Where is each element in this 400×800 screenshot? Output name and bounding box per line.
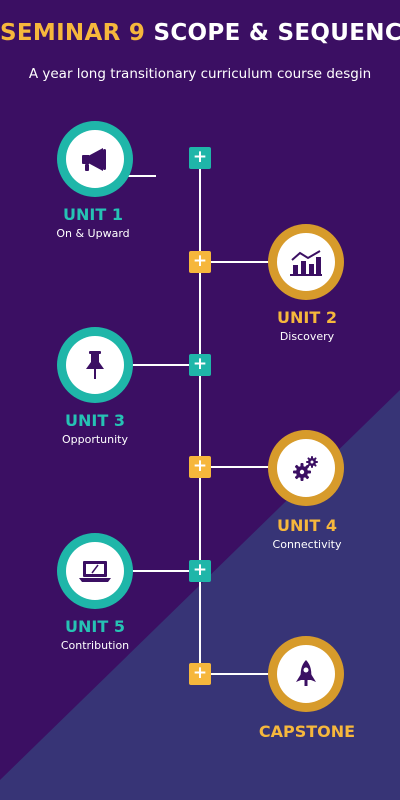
marker-unit-3[interactable]: + <box>189 354 211 376</box>
unit-2-badge <box>268 224 344 300</box>
marker-unit-1[interactable]: + <box>189 147 211 169</box>
bar-chart-icon <box>290 250 322 276</box>
unit-5-title: UNIT 5 <box>65 617 125 636</box>
title-accent: SEMINAR 9 <box>0 20 146 46</box>
connector-unit-4 <box>200 466 275 468</box>
unit-4-subtitle: Connectivity <box>272 538 342 551</box>
unit-3-badge <box>57 327 133 403</box>
unit-1-badge <box>57 121 133 197</box>
unit-3-title: UNIT 3 <box>65 411 125 430</box>
unit-1-subtitle: On & Upward <box>56 227 130 240</box>
title-main: SCOPE & SEQUENCE <box>153 20 400 46</box>
unit-5-subtitle: Contribution <box>60 639 130 652</box>
capstone-title: CAPSTONE <box>258 722 356 741</box>
marker-unit-5[interactable]: + <box>189 560 211 582</box>
timeline-line <box>199 158 201 675</box>
marker-unit-4[interactable]: + <box>189 456 211 478</box>
laptop-icon <box>79 561 111 582</box>
connector-unit-3 <box>125 364 200 366</box>
connector-capstone <box>200 673 275 675</box>
megaphone-icon <box>82 148 106 171</box>
unit-2-subtitle: Discovery <box>279 330 335 343</box>
rocket-icon <box>296 660 316 686</box>
unit-2-title: UNIT 2 <box>277 308 337 327</box>
connector-unit-5 <box>125 570 200 572</box>
marker-capstone[interactable]: + <box>189 663 211 685</box>
unit-4-badge <box>268 430 344 506</box>
capstone-badge <box>268 636 344 712</box>
pushpin-icon <box>86 351 104 379</box>
unit-5-badge <box>57 533 133 609</box>
connector-unit-1 <box>120 175 156 177</box>
unit-4-title: UNIT 4 <box>277 516 337 535</box>
page-title: SEMINAR 9 SCOPE & SEQUENCE <box>0 20 400 46</box>
connector-unit-2 <box>200 261 275 263</box>
unit-3-subtitle: Opportunity <box>61 433 128 446</box>
gears-icon <box>293 456 318 481</box>
page-subtitle: A year long transitionary curriculum cou… <box>28 66 372 82</box>
unit-1-title: UNIT 1 <box>63 205 123 224</box>
marker-unit-2[interactable]: + <box>189 251 211 273</box>
